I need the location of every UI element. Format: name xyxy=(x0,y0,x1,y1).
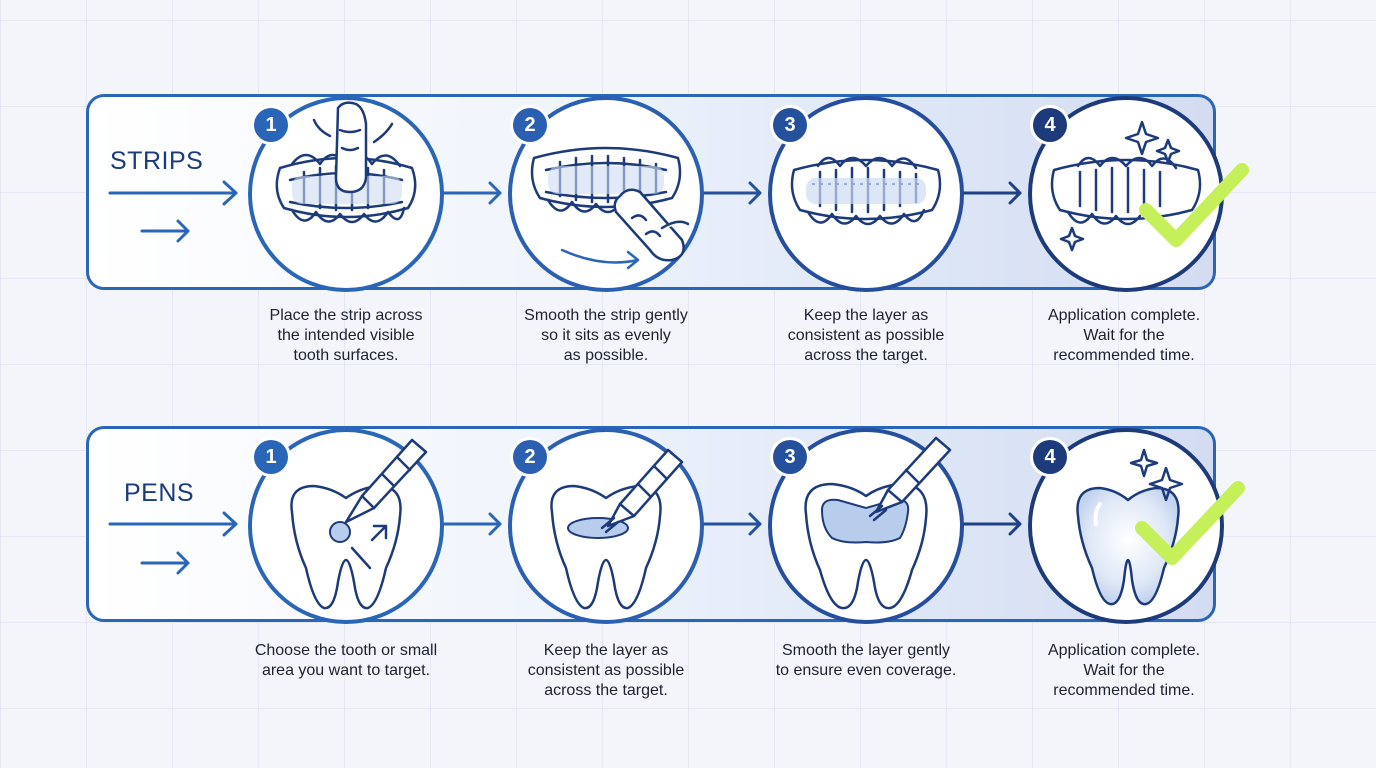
strips-step-3-badge: 3 xyxy=(773,108,807,142)
strip-on-teeth-icon xyxy=(790,156,942,226)
strips-step-3-illustration xyxy=(768,96,964,292)
strips-step-4-badge: 4 xyxy=(1033,108,1067,142)
strips-connector-1-2 xyxy=(442,181,502,205)
strips-step-4-caption: Application complete. Wait for the recom… xyxy=(1047,307,1201,364)
pens-check-icon xyxy=(1135,481,1245,565)
strips-connector-3-4 xyxy=(962,181,1022,205)
strips-step-1-badge: 1 xyxy=(254,108,288,142)
pens-connector-1-2 xyxy=(442,512,502,536)
pens-step-4-caption: Application complete. Wait for the recom… xyxy=(1047,642,1201,699)
strips-step-3-caption: Keep the layer as consistent as possible… xyxy=(787,307,945,364)
pens-row-label: PENS xyxy=(124,479,195,507)
pen-spread-gel-icon xyxy=(804,436,952,610)
strips-check-icon xyxy=(1139,163,1249,247)
sparkling-teeth-check-icon xyxy=(1050,120,1202,252)
finger-press-strip-icon xyxy=(275,101,417,224)
finger-smooth-strip-icon xyxy=(530,146,690,270)
pens-lead-arrow-icon xyxy=(108,511,238,537)
pens-step-1-caption: Choose the tooth or small area you want … xyxy=(254,642,438,679)
pens-step-2-caption: Keep the layer as consistent as possible… xyxy=(527,642,685,699)
pens-step-3-caption: Smooth the layer gently to ensure even c… xyxy=(775,642,957,679)
pens-step-3-badge: 3 xyxy=(773,440,807,474)
pens-connector-2-3 xyxy=(702,512,762,536)
pens-step-2-badge: 2 xyxy=(513,440,547,474)
glowing-tooth-check-icon xyxy=(1076,448,1184,606)
strips-small-arrow-icon xyxy=(140,219,190,243)
strips-lead-arrow-icon xyxy=(108,180,238,206)
strips-step-2-caption: Smooth the strip gently so it sits as ev… xyxy=(524,307,688,364)
pens-small-arrow-icon xyxy=(140,551,190,575)
pens-step-4-badge: 4 xyxy=(1033,440,1067,474)
strips-step-2-badge: 2 xyxy=(513,108,547,142)
pen-brush-gel-icon xyxy=(550,448,684,610)
strips-step-1-caption: Place the strip across the intended visi… xyxy=(269,307,423,364)
pens-step-1-badge: 1 xyxy=(254,440,288,474)
pen-target-tooth-icon xyxy=(290,438,428,610)
strips-row-label: STRIPS xyxy=(110,147,204,175)
strips-connector-2-3 xyxy=(702,181,762,205)
pens-connector-3-4 xyxy=(962,512,1022,536)
